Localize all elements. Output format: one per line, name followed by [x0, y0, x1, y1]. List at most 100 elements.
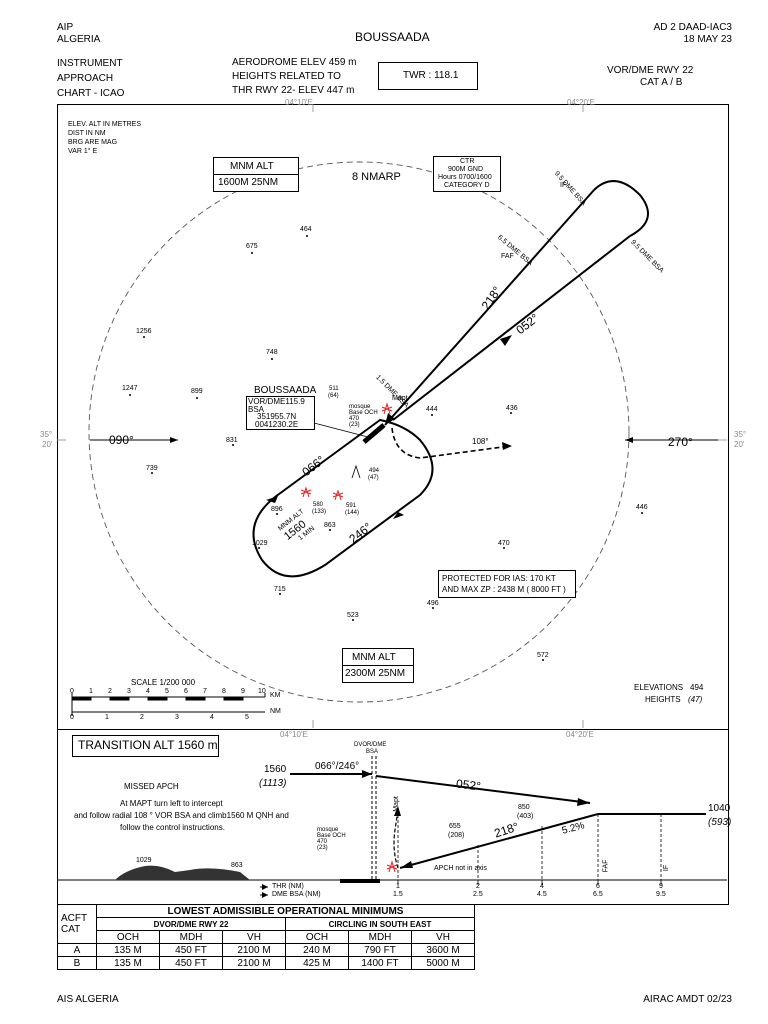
profile-mosque-label: mosque Base OCH 470 (23): [317, 827, 346, 851]
heights-label: HEIGHTS: [645, 695, 681, 704]
plan-view-frame: [57, 104, 729, 730]
scale-km-10: 10: [258, 688, 266, 695]
ctr-category: CATEGORY D: [444, 182, 490, 189]
procedure-name: VOR/DME RWY 22: [607, 65, 694, 76]
scale-nm-3: 3: [175, 714, 179, 721]
dme-tick-2-5: 2.5: [473, 891, 483, 898]
spot-494-height: (47): [368, 475, 379, 481]
aip-label: AIP: [57, 22, 74, 33]
thr-tick-4: 4: [540, 883, 544, 890]
table-row: B 135 M 450 FT 2100 M 425 M 1400 FT 5000…: [57, 956, 475, 970]
profile-track-052: 052°: [455, 776, 482, 794]
profile-faf-label: FAF: [602, 859, 610, 873]
note-var: VAR 1° E: [68, 148, 98, 155]
elevations-value: 494: [690, 683, 704, 692]
scale-km-0: 0: [70, 688, 74, 695]
scale-km-9: 9: [241, 688, 245, 695]
transition-alt-label: TRANSITION ALT 1560 m: [78, 738, 218, 752]
chart-type-1: INSTRUMENT: [57, 58, 123, 69]
facility-lat: 351955.7N: [257, 412, 297, 421]
plan-mosque-2: Base OCH: [349, 410, 378, 416]
acft-cat-2: CAT: [61, 924, 81, 935]
missed-apch-title: MISSED APCH: [124, 782, 179, 791]
spot-748: 748: [266, 349, 278, 356]
spot-494: 494: [369, 468, 380, 474]
scale-km-3: 3: [127, 688, 131, 695]
spot-511-height: (64): [328, 393, 339, 399]
spot-863: 863: [324, 522, 336, 529]
procedure-turn: [593, 180, 649, 237]
heights-value: (47): [688, 695, 703, 704]
spot-446: 446: [636, 504, 648, 511]
profile-apch-not-axis: APCH not in axis: [434, 865, 487, 872]
fix-faf-tag: FAF: [501, 253, 514, 260]
facility-lon: 0041230.2E: [255, 420, 299, 429]
profile-terrain-1029: 1029: [136, 857, 152, 864]
thr-elev: THR RWY 22- ELEV 447 m: [232, 85, 355, 96]
scale-km-8: 8: [222, 688, 226, 695]
col-vh-2: VH: [411, 930, 475, 944]
ctr-label: CTR: [460, 158, 475, 165]
thr-tick-1: 1: [396, 883, 400, 890]
mnm-alt-s-value: 2300M 25NM: [345, 668, 406, 679]
spot-436: 436: [506, 405, 518, 412]
facility-ident: BSA: [248, 405, 265, 414]
scale-nm-1: 1: [105, 714, 109, 721]
terrain-profile: [115, 865, 250, 880]
mnm-alt-s-box: MNM ALT 2300M 25NM: [342, 648, 414, 683]
plan-mosque-label: mosque Base OCH 470 (23): [349, 404, 378, 428]
profile-mosque-4: (23): [317, 845, 328, 851]
spot-580-height: (133): [312, 509, 327, 515]
profile-vor-label-1: DVOR/DME: [354, 742, 387, 748]
lat-left-min: 20': [42, 440, 53, 449]
col-mdh-1: MDH: [159, 930, 223, 944]
heights-related: HEIGHTS RELATED TO: [232, 71, 341, 82]
profile-track-label: 066°/246°: [315, 761, 360, 772]
row-vh-2: 3600 M: [411, 943, 475, 957]
acft-cat-header: ACFT CAT: [57, 904, 97, 944]
profile-mosque-1: mosque: [317, 827, 339, 833]
runway: [362, 423, 386, 444]
spot-464: 464: [300, 226, 312, 233]
profile-alt-1040: 1040: [708, 803, 731, 814]
lon-top-left: 04°10'E: [285, 98, 313, 107]
country-label: ALGERIA: [57, 34, 101, 45]
spot-elevation-dots: [129, 235, 643, 661]
scale-nm-4: 4: [210, 714, 214, 721]
profile-alt-208: (208): [448, 832, 465, 839]
lat-right: 35°: [734, 430, 747, 439]
acft-cat-1: ACFT: [61, 913, 88, 924]
profile-vor-label-2: BSA: [366, 749, 379, 755]
doc-ref: AD 2 DAAD-IAC3: [653, 22, 732, 33]
scale-km-7: 7: [203, 688, 207, 695]
fix-if-tag: IF: [560, 182, 567, 189]
spot-572: 572: [537, 652, 549, 659]
ctr-hours: Hours 0700/1600: [438, 174, 492, 181]
spot-580: 580: [313, 502, 324, 508]
footer-left: AIS ALGERIA: [57, 994, 119, 1005]
profile-alt-1113: (1113): [259, 778, 287, 789]
scale-km-6: 6: [184, 688, 188, 695]
plan-mosque-4: (23): [349, 422, 360, 428]
spot-896: 896: [271, 506, 283, 513]
profile-alt-850: 850: [518, 804, 530, 811]
profile-terrain-863: 863: [231, 862, 243, 869]
aerodrome-elev: AERODROME ELEV 459 m: [232, 57, 357, 68]
missed-apch-line-3: follow the control instructions.: [120, 823, 225, 832]
dme-tick-6-5: 6.5: [593, 891, 603, 898]
lat-right-min: 20': [734, 440, 745, 449]
holding-pattern: [252, 418, 434, 578]
spot-675: 675: [246, 243, 258, 250]
mnm-alt-s-title: MNM ALT: [352, 652, 396, 663]
facility-name: BOUSSAADA: [254, 385, 317, 396]
obstacle-symbols: [300, 402, 393, 501]
profile-alt-655: 655: [449, 823, 461, 830]
protected-box: PROTECTED FOR IAS: 170 KT AND MAX ZP : 2…: [438, 570, 576, 598]
scale-nm-0: 0: [70, 714, 74, 721]
spot-444: 444: [426, 406, 438, 413]
lon-bottom-left: 04°10'E: [280, 730, 308, 739]
col-och-1: OCH: [96, 930, 160, 944]
lat-left: 35°: [40, 430, 53, 439]
row-cat: B: [57, 956, 97, 970]
row-och-1: 135 M: [96, 956, 160, 970]
